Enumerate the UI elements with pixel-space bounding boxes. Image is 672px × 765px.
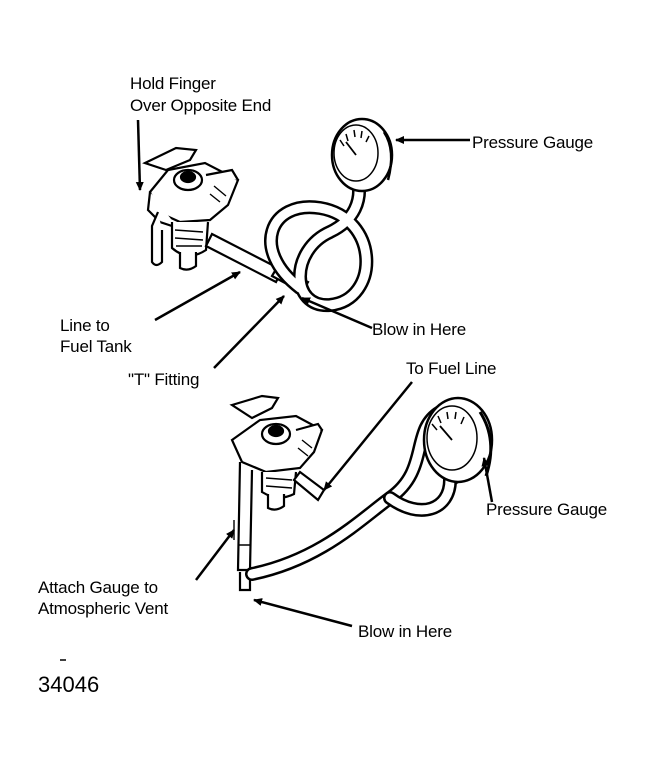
hold-finger-label-line2: Over Opposite End bbox=[130, 96, 272, 115]
lower-arrows bbox=[195, 381, 494, 628]
upper-arrows bbox=[135, 119, 470, 369]
t-fitting-label: "T" Fitting bbox=[128, 370, 200, 389]
upper-blow-in-here-label: Blow in Here bbox=[372, 320, 466, 339]
lower-pressure-gauge-icon bbox=[422, 396, 494, 484]
attach-gauge-label-line1: Attach Gauge to bbox=[38, 578, 158, 597]
to-fuel-line-arrow-icon bbox=[323, 381, 413, 491]
line-to-tank-label-line2: Fuel Tank bbox=[60, 337, 132, 356]
t-fitting-arrow-icon bbox=[213, 295, 285, 369]
lower-blow-arrow-icon bbox=[253, 598, 353, 628]
upper-fuel-pump-icon bbox=[142, 146, 240, 271]
lower-pressure-gauge-label: Pressure Gauge bbox=[486, 500, 607, 519]
upper-pressure-gauge-label: Pressure Gauge bbox=[472, 133, 593, 152]
upper-blow-arrow-icon bbox=[301, 296, 373, 330]
hold-finger-arrow-icon bbox=[135, 119, 144, 191]
upper-pressure-gauge-icon bbox=[330, 117, 394, 193]
attach-gauge-arrow-icon bbox=[195, 529, 235, 581]
lower-gauge-arrow-icon bbox=[481, 457, 494, 503]
line-to-tank-label-line1: Line to bbox=[60, 316, 110, 335]
line-to-tank-arrow-icon bbox=[154, 270, 241, 322]
lower-blow-in-here-label: Blow in Here bbox=[358, 622, 452, 641]
to-fuel-line-label: To Fuel Line bbox=[406, 359, 497, 378]
attach-gauge-label-line2: Atmospheric Vent bbox=[38, 599, 169, 618]
figure-number: 34046 bbox=[38, 672, 100, 697]
upper-hose-icon bbox=[264, 173, 374, 312]
hold-finger-label-line1: Hold Finger bbox=[130, 74, 216, 93]
